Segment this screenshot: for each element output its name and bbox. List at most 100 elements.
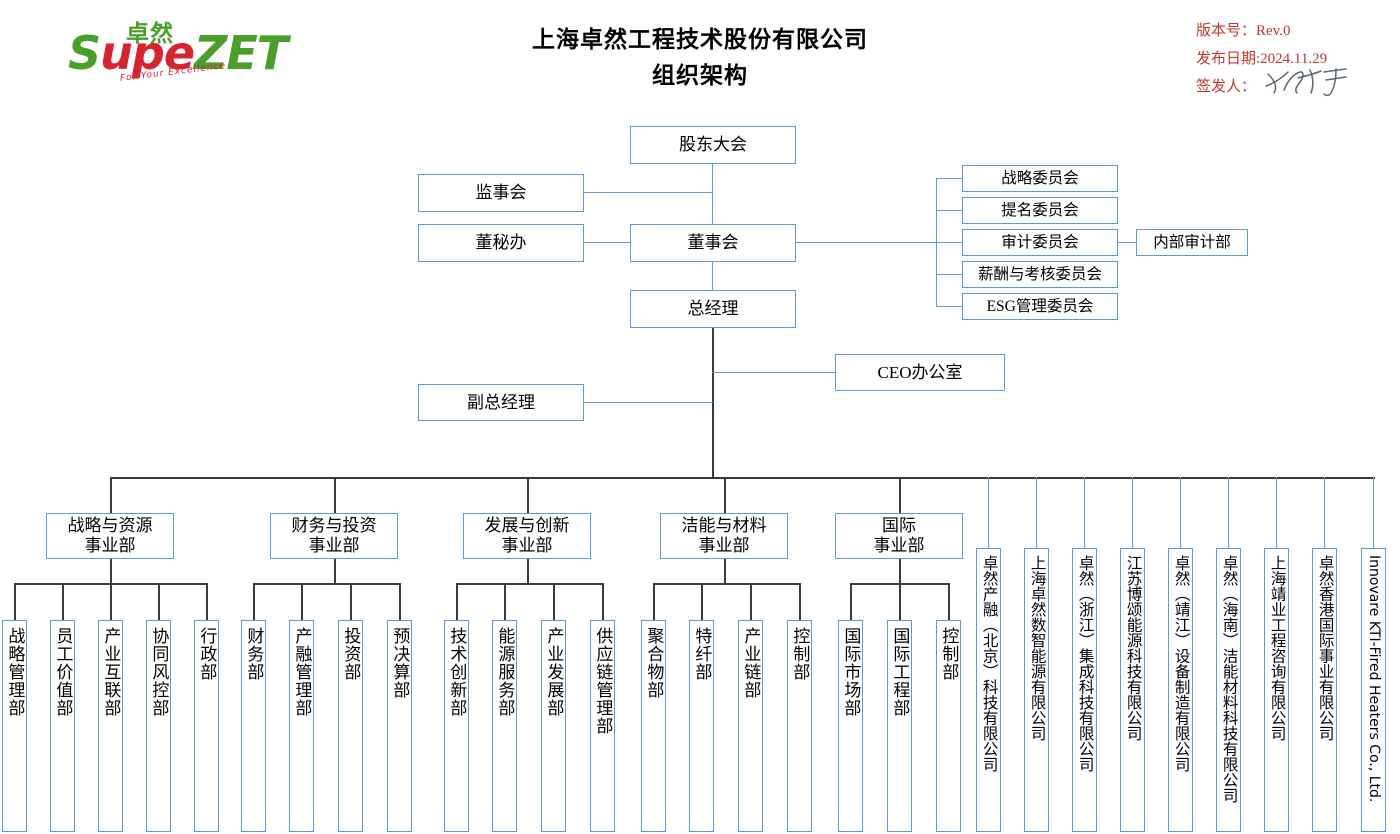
node-label-line1: 财务与投资 bbox=[291, 515, 377, 535]
node-committee-4[interactable]: ESG管理委员会 bbox=[962, 293, 1118, 320]
node-label: 战略委员会 bbox=[1001, 169, 1079, 187]
node-dept-0-3[interactable]: 协同风控部 bbox=[146, 620, 171, 832]
node-dept-3-0[interactable]: 聚合物部 bbox=[641, 620, 666, 832]
node-committee-0[interactable]: 战略委员会 bbox=[962, 165, 1118, 192]
connector-dept-4-0 bbox=[850, 583, 852, 620]
node-label: 上海靖业工程咨询有限公司 bbox=[1268, 555, 1286, 741]
node-dept-4-2[interactable]: 控制部 bbox=[936, 620, 961, 832]
node-division-2[interactable]: 发展与创新 事业部 bbox=[463, 513, 591, 559]
connector-division-3-stem bbox=[724, 559, 726, 583]
node-division-1[interactable]: 财务与投资 事业部 bbox=[270, 513, 398, 559]
node-label: CEO办公室 bbox=[877, 362, 963, 382]
node-board-secretary-office[interactable]: 董秘办 bbox=[418, 224, 584, 262]
node-dept-1-2[interactable]: 投资部 bbox=[338, 620, 363, 832]
node-committee-1[interactable]: 提名委员会 bbox=[962, 197, 1118, 224]
connector-committee-stub-2 bbox=[936, 242, 962, 244]
node-dept-3-3[interactable]: 控制部 bbox=[787, 620, 812, 832]
connector-drop-division-1 bbox=[334, 477, 336, 513]
connector-drop-division-0 bbox=[110, 477, 112, 513]
page-title: 上海卓然工程技术股份有限公司 组织架构 bbox=[400, 22, 1000, 93]
page-title-line1: 上海卓然工程技术股份有限公司 bbox=[532, 27, 868, 52]
node-ceo-office[interactable]: CEO办公室 bbox=[835, 354, 1005, 391]
connector-board-gm bbox=[712, 262, 714, 290]
connector-subsidiary-6 bbox=[1276, 477, 1278, 548]
node-label: 技术创新部 bbox=[447, 627, 467, 717]
node-subsidiary-0[interactable]: 卓然产融（北京）科技有限公司 bbox=[976, 548, 1001, 832]
connector-dept-1-1 bbox=[301, 583, 303, 620]
node-subsidiary-8[interactable]: Innovare KTI-Fired Heaters Co., Ltd. bbox=[1361, 548, 1386, 832]
node-label: 国际工程部 bbox=[890, 627, 910, 717]
node-dept-2-0[interactable]: 技术创新部 bbox=[444, 620, 469, 832]
node-division-3[interactable]: 洁能与材料 事业部 bbox=[660, 513, 788, 559]
node-subsidiary-3[interactable]: 江苏博颂能源科技有限公司 bbox=[1120, 548, 1145, 832]
node-label: 投资部 bbox=[341, 627, 361, 681]
node-dept-3-1[interactable]: 特纤部 bbox=[689, 620, 714, 832]
node-label: 卓然香港国际事业有限公司 bbox=[1316, 555, 1334, 741]
connector-dept-3-2 bbox=[750, 583, 752, 620]
connector-division-1-stem bbox=[334, 559, 336, 583]
node-subsidiary-6[interactable]: 上海靖业工程咨询有限公司 bbox=[1264, 548, 1289, 832]
node-board-of-directors[interactable]: 董事会 bbox=[630, 224, 796, 262]
node-dept-0-4[interactable]: 行政部 bbox=[194, 620, 219, 832]
connector-drop-division-2 bbox=[527, 477, 529, 513]
node-deputy-general-manager[interactable]: 副总经理 bbox=[418, 384, 584, 421]
release-date-label: 发布日期:2024.11.29 bbox=[1196, 50, 1328, 67]
node-internal-audit-department[interactable]: 内部审计部 bbox=[1136, 229, 1248, 256]
node-label: 提名委员会 bbox=[1001, 201, 1079, 219]
node-label-line1: 国际 bbox=[882, 515, 916, 535]
node-committee-3[interactable]: 薪酬与考核委员会 bbox=[962, 261, 1118, 288]
node-label: 产融管理部 bbox=[292, 627, 312, 717]
node-division-0[interactable]: 战略与资源 事业部 bbox=[46, 513, 174, 559]
connector-subsidiary-4 bbox=[1180, 477, 1182, 548]
connector-subsidiary-8 bbox=[1373, 477, 1375, 548]
node-dept-0-1[interactable]: 员工价值部 bbox=[50, 620, 75, 832]
node-dept-0-0[interactable]: 战略管理部 bbox=[2, 620, 27, 832]
signature-icon bbox=[1265, 68, 1347, 97]
node-subsidiary-5[interactable]: 卓然（海南）洁能材料科技有限公司 bbox=[1216, 548, 1241, 832]
document-meta: 版本号：Rev.0 发布日期:2024.11.29 签发人： bbox=[1196, 18, 1396, 101]
node-dept-2-1[interactable]: 能源服务部 bbox=[492, 620, 517, 832]
node-label: 国际市场部 bbox=[841, 627, 861, 717]
node-subsidiary-7[interactable]: 卓然香港国际事业有限公司 bbox=[1312, 548, 1337, 832]
node-label: 卓然（海南）洁能材料科技有限公司 bbox=[1220, 555, 1238, 803]
connector-dept-1-2 bbox=[350, 583, 352, 620]
node-label: 预决算部 bbox=[390, 627, 410, 699]
node-committee-2[interactable]: 审计委员会 bbox=[962, 229, 1118, 256]
node-label: 战略管理部 bbox=[5, 627, 25, 717]
node-general-manager[interactable]: 总经理 bbox=[630, 290, 796, 328]
node-dept-2-3[interactable]: 供应链管理部 bbox=[590, 620, 615, 832]
connector-committee-stub-1 bbox=[936, 210, 962, 212]
connector-secretary-board bbox=[584, 242, 630, 244]
node-division-4[interactable]: 国际 事业部 bbox=[835, 513, 963, 559]
node-label: 卓然（靖江）设备制造有限公司 bbox=[1172, 555, 1190, 772]
node-label-line2: 事业部 bbox=[84, 536, 136, 555]
node-subsidiary-4[interactable]: 卓然（靖江）设备制造有限公司 bbox=[1168, 548, 1193, 832]
node-label: 卓然（浙江）集成科技有限公司 bbox=[1076, 555, 1094, 772]
connector-distribution-bar bbox=[110, 477, 1375, 479]
node-subsidiary-2[interactable]: 卓然（浙江）集成科技有限公司 bbox=[1072, 548, 1097, 832]
connector-dept-4-2 bbox=[948, 583, 950, 620]
node-dept-1-1[interactable]: 产融管理部 bbox=[289, 620, 314, 832]
node-dept-3-2[interactable]: 产业链部 bbox=[738, 620, 763, 832]
node-dept-0-2[interactable]: 产业互联部 bbox=[98, 620, 123, 832]
connector-shareholders-board bbox=[712, 164, 714, 224]
connector-dept-2-2 bbox=[553, 583, 555, 620]
node-label: Innovare KTI-Fired Heaters Co., Ltd. bbox=[1365, 555, 1382, 803]
connector-dept-0-4 bbox=[206, 583, 208, 620]
connector-supervisory-trunk bbox=[584, 192, 713, 194]
node-shareholders-meeting[interactable]: 股东大会 bbox=[630, 126, 796, 164]
node-dept-1-3[interactable]: 预决算部 bbox=[387, 620, 412, 832]
node-subsidiary-1[interactable]: 上海卓然数智能源有限公司 bbox=[1024, 548, 1049, 832]
node-dept-1-0[interactable]: 财务部 bbox=[241, 620, 266, 832]
connector-dept-3-0 bbox=[653, 583, 655, 620]
node-dept-4-0[interactable]: 国际市场部 bbox=[838, 620, 863, 832]
connector-subsidiary-0 bbox=[988, 477, 990, 548]
node-dept-2-2[interactable]: 产业发展部 bbox=[541, 620, 566, 832]
node-label-line2: 事业部 bbox=[308, 536, 360, 555]
node-supervisory-board[interactable]: 监事会 bbox=[418, 174, 584, 212]
node-dept-4-1[interactable]: 国际工程部 bbox=[887, 620, 912, 832]
node-label: 聚合物部 bbox=[644, 627, 664, 699]
connector-dept-2-0 bbox=[456, 583, 458, 620]
logo-wordmark: SupeZET bbox=[68, 30, 288, 76]
connector-board-committees bbox=[796, 242, 936, 244]
